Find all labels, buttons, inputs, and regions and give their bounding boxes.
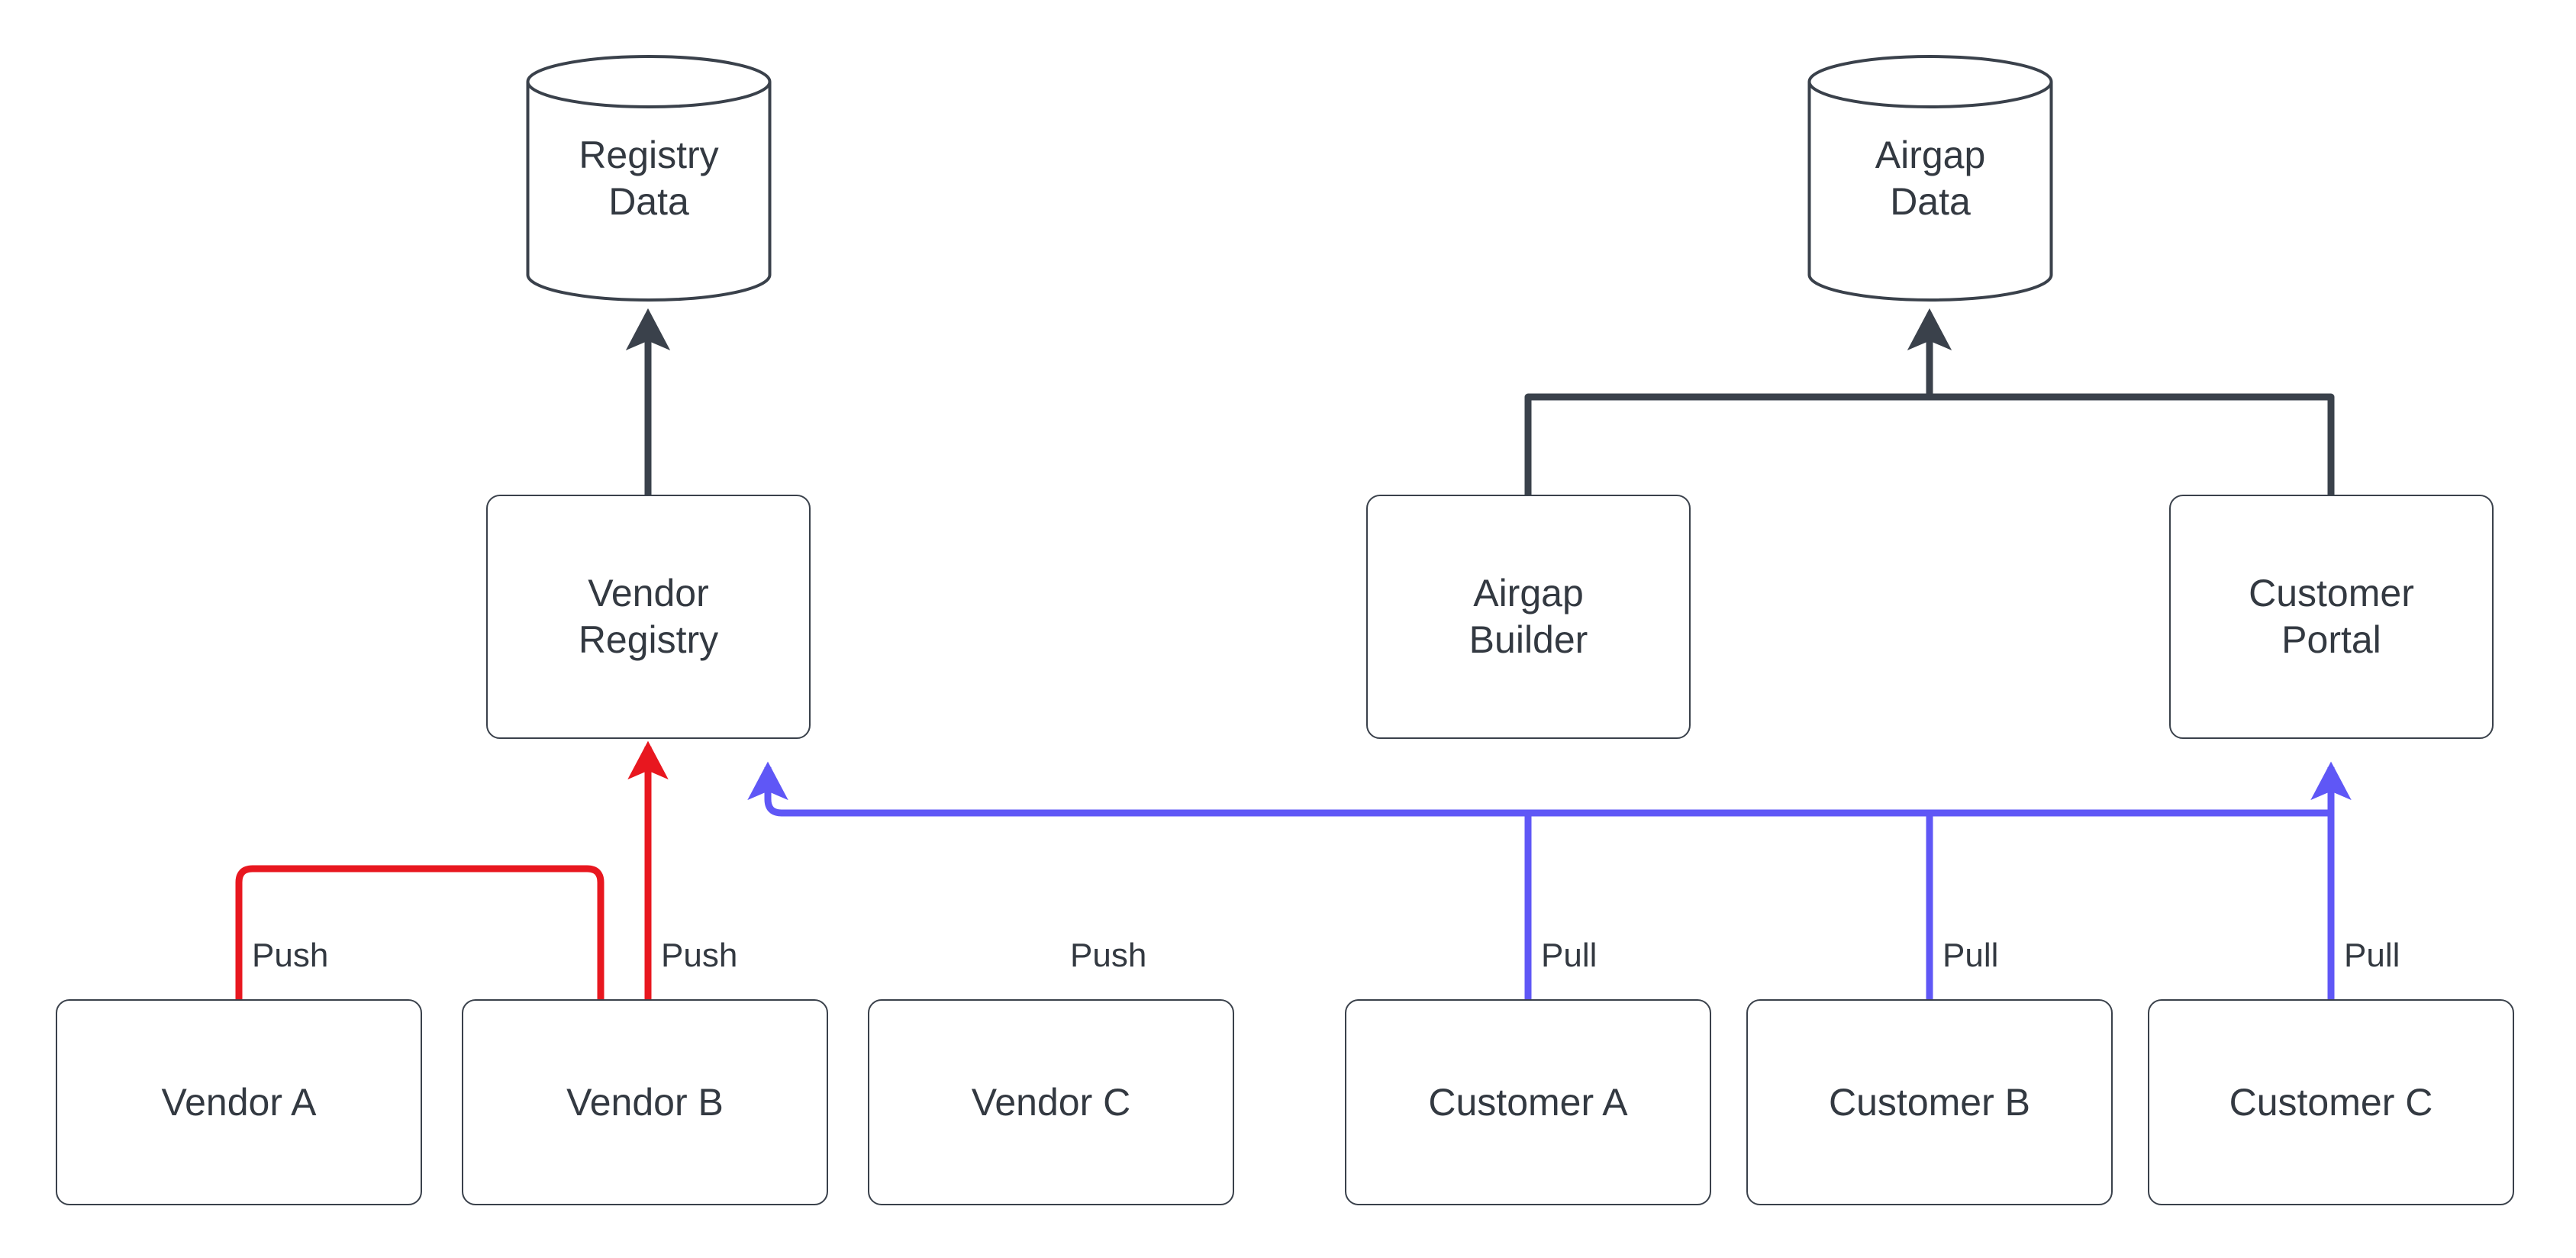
service-vendor-registry-label: Vendor Registry (578, 572, 719, 661)
customer-c-box[interactable]: Customer C (2148, 999, 2514, 1205)
edge-label-push-vendor-b: Push (661, 937, 738, 974)
datastore-registry-data-label: Registry Data (579, 133, 719, 223)
edge-push-bus (235, 865, 605, 999)
vendor-b-label: Vendor B (566, 1080, 724, 1124)
datastore-airgap-data-label: Airgap Data (1875, 133, 1986, 223)
customer-c-label: Customer C (2229, 1080, 2433, 1124)
vendor-a-label: Vendor A (161, 1080, 317, 1124)
edge-pull-into-vendor-registry (747, 761, 2331, 817)
service-customer-portal[interactable]: Customer Portal (2169, 495, 2494, 739)
vendor-c-box[interactable]: Vendor C (868, 999, 1234, 1205)
cylinder-shape-registry-data (526, 55, 772, 302)
service-customer-portal-label: Customer Portal (2249, 572, 2414, 661)
datastore-airgap-data: Airgap Data (1807, 55, 2053, 302)
vendor-c-label: Vendor C (971, 1080, 1131, 1124)
edge-label-push-vendor-a: Push (252, 937, 329, 974)
datastore-registry-data: Registry Data (526, 55, 772, 302)
edge-label-push-vendor-c: Push (1070, 937, 1147, 974)
customer-b-box[interactable]: Customer B (1746, 999, 2113, 1205)
edge-label-pull-customer-a: Pull (1541, 937, 1598, 974)
service-vendor-registry[interactable]: Vendor Registry (486, 495, 811, 739)
customer-a-label: Customer A (1428, 1080, 1628, 1124)
customer-b-label: Customer B (1829, 1080, 2030, 1124)
edge-label-pull-customer-c: Pull (2344, 937, 2400, 974)
cylinder-shape-airgap-data (1807, 55, 2053, 302)
vendor-b-box[interactable]: Vendor B (462, 999, 828, 1205)
service-airgap-builder[interactable]: Airgap Builder (1366, 495, 1691, 739)
vendor-a-box[interactable]: Vendor A (56, 999, 422, 1205)
edge-builder-portal-merge (1524, 393, 2335, 495)
edge-label-pull-customer-b: Pull (1942, 937, 1999, 974)
service-airgap-builder-label: Airgap Builder (1469, 572, 1588, 661)
customer-a-box[interactable]: Customer A (1345, 999, 1711, 1205)
